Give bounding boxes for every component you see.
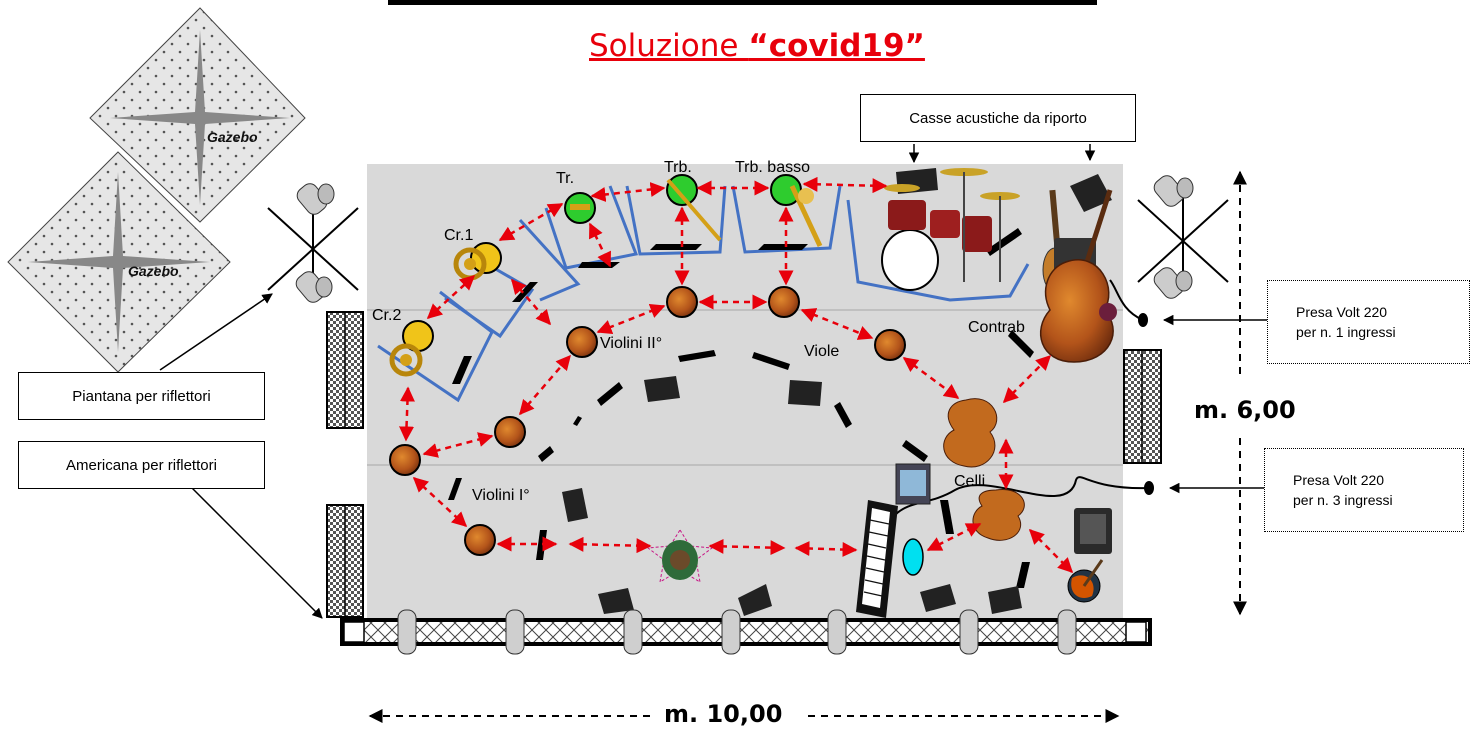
drum-kit-icon <box>881 168 1020 291</box>
label-violini1: Violini I° <box>472 487 530 504</box>
label-trb-basso: Trb. basso <box>735 159 810 176</box>
gazebo-icon: Gazebo <box>89 7 306 223</box>
spotlight-icon <box>1153 267 1193 299</box>
svg-text:Gazebo: Gazebo <box>207 129 258 145</box>
horn-icon <box>389 320 434 377</box>
side-speaker-left-upper <box>326 311 364 429</box>
label-viole: Viole <box>804 343 839 360</box>
spotlight-icon <box>1153 175 1194 207</box>
laptop-icon <box>895 463 931 505</box>
callout-piantana: Piantana per riflettori <box>18 372 265 420</box>
label-cr2: Cr.2 <box>372 307 401 324</box>
label-trb: Trb. <box>664 159 692 176</box>
spotlight-icon <box>623 609 643 655</box>
horn-icon <box>453 242 502 281</box>
trumpet-icon <box>564 192 596 224</box>
callout-americana: Americana per riflettori <box>18 441 265 489</box>
page-title: Soluzione “covid19” <box>589 28 925 64</box>
spotlight-icon <box>296 183 335 215</box>
label-violini2: Violini II° <box>600 335 662 352</box>
callout-casse-acustiche: Casse acustiche da riporto <box>860 94 1136 142</box>
side-speaker-left-lower <box>326 504 364 618</box>
side-speaker-right <box>1123 349 1162 464</box>
label-tr: Tr. <box>556 170 574 187</box>
callout-presa-3: Presa Volt 220 per n. 3 ingressi <box>1264 448 1464 532</box>
header-bar <box>388 0 1097 5</box>
cello-icon <box>943 398 998 468</box>
dimension-lines <box>368 170 1247 723</box>
label-contrab: Contrab <box>968 319 1025 336</box>
power-cable <box>1109 279 1144 321</box>
distance-arrows <box>399 176 1074 574</box>
svg-text:Gazebo: Gazebo <box>128 263 179 279</box>
cello-icon <box>972 489 1025 541</box>
double-bass-icon <box>1040 189 1117 363</box>
spotlight-icon <box>827 609 847 655</box>
keyboard-icon <box>856 500 898 618</box>
violin-icon <box>464 524 496 556</box>
spotlight-icon <box>1057 609 1077 655</box>
violin-icon <box>874 329 906 361</box>
label-cr1: Cr.1 <box>444 227 473 244</box>
violin-icon <box>494 416 526 448</box>
dimension-width: m. 10,00 <box>664 700 783 728</box>
light-stand-icon <box>267 183 359 303</box>
cyan-marker <box>902 538 924 576</box>
spotlight-icon <box>505 609 525 655</box>
spotlight-icon <box>959 609 979 655</box>
conductor-icon <box>646 529 714 583</box>
dimension-depth: m. 6,00 <box>1194 396 1296 424</box>
label-celli: Celli <box>954 473 985 490</box>
callout-presa-1: Presa Volt 220 per n. 1 ingressi <box>1267 280 1470 364</box>
spotlight-icon <box>295 271 333 303</box>
light-stand-icon <box>1137 175 1229 299</box>
violin-icon <box>768 286 800 318</box>
callout-arrows <box>159 144 1267 619</box>
violin-icon <box>666 286 698 318</box>
spotlight-icon <box>721 609 741 655</box>
truss-americana <box>340 618 1152 646</box>
electric-guitar-icon <box>1067 559 1104 603</box>
spotlight-icon <box>397 609 417 655</box>
violin-icon <box>389 444 421 476</box>
violin-icon <box>566 326 598 358</box>
